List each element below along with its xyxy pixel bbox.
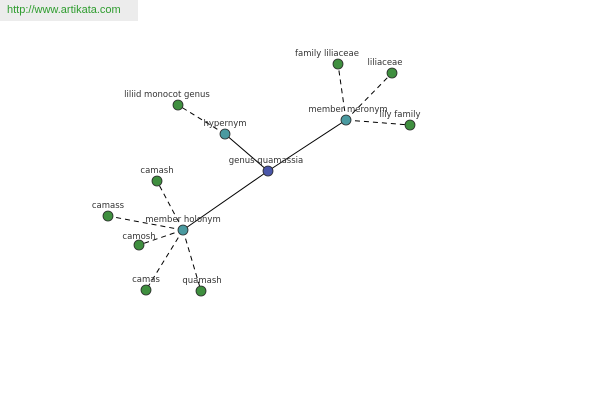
node-label-camas: camas	[132, 275, 160, 285]
node-liliid-monocot-genus[interactable]	[172, 99, 184, 111]
node-label-camass: camass	[92, 201, 125, 211]
node-camash[interactable]	[151, 175, 163, 187]
node-label-family-liliaceae: family liliaceae	[295, 49, 359, 59]
edge-member-meronym-to-lily-family	[345, 119, 411, 126]
node-camosh[interactable]	[133, 239, 145, 251]
node-lily-family[interactable]	[404, 119, 416, 131]
nodes-layer	[102, 58, 416, 297]
node-hypernym[interactable]	[219, 128, 231, 140]
edge-member-holonym-to-camash	[156, 180, 184, 231]
edge-member-holonym-to-camass	[107, 215, 184, 231]
edge-genus-quamassia-to-member-meronym	[267, 119, 347, 172]
node-label-hypernym: hypernym	[203, 119, 246, 129]
labels-layer: genus quamassia hypernym member meronym mem…	[92, 49, 421, 286]
node-camas[interactable]	[140, 284, 152, 296]
node-genus-quamassia[interactable]	[262, 165, 274, 177]
node-quamash[interactable]	[195, 285, 207, 297]
edge-member-holonym-to-quamash	[182, 229, 202, 292]
node-label-camash: camash	[140, 166, 173, 176]
node-liliaceae[interactable]	[386, 67, 398, 79]
node-label-camosh: camosh	[122, 232, 155, 242]
edge-member-meronym-to-liliaceae	[345, 72, 393, 121]
edge-genus-quamassia-to-hypernym	[224, 133, 269, 172]
node-label-genus-quamassia: genus quamassia	[229, 156, 303, 166]
node-label-lily-family: lily family	[379, 110, 420, 120]
node-label-member-holonym: member holonym	[145, 215, 220, 225]
node-label-quamash: quamash	[182, 276, 221, 286]
edge-hypernym-to-liliid-monocot-genus	[177, 104, 226, 135]
node-label-liliaceae: liliaceae	[368, 58, 403, 68]
url-banner: http://www.artikata.com	[0, 0, 138, 21]
edge-member-holonym-to-camas	[145, 229, 184, 291]
node-member-holonym[interactable]	[177, 224, 189, 236]
node-label-liliid-monocot-genus: liliid monocot genus	[124, 90, 210, 100]
edge-genus-quamassia-to-member-holonym	[182, 170, 269, 231]
node-label-member-meronym: member meronym	[308, 105, 387, 115]
edge-member-meronym-to-family-liliaceae	[337, 63, 347, 121]
site-url-link[interactable]: http://www.artikata.com	[7, 4, 121, 16]
edges-layer	[107, 63, 411, 292]
node-member-meronym[interactable]	[340, 114, 352, 126]
node-camass[interactable]	[102, 210, 114, 222]
edge-member-holonym-to-camosh	[138, 229, 184, 246]
node-family-liliaceae[interactable]	[332, 58, 344, 70]
